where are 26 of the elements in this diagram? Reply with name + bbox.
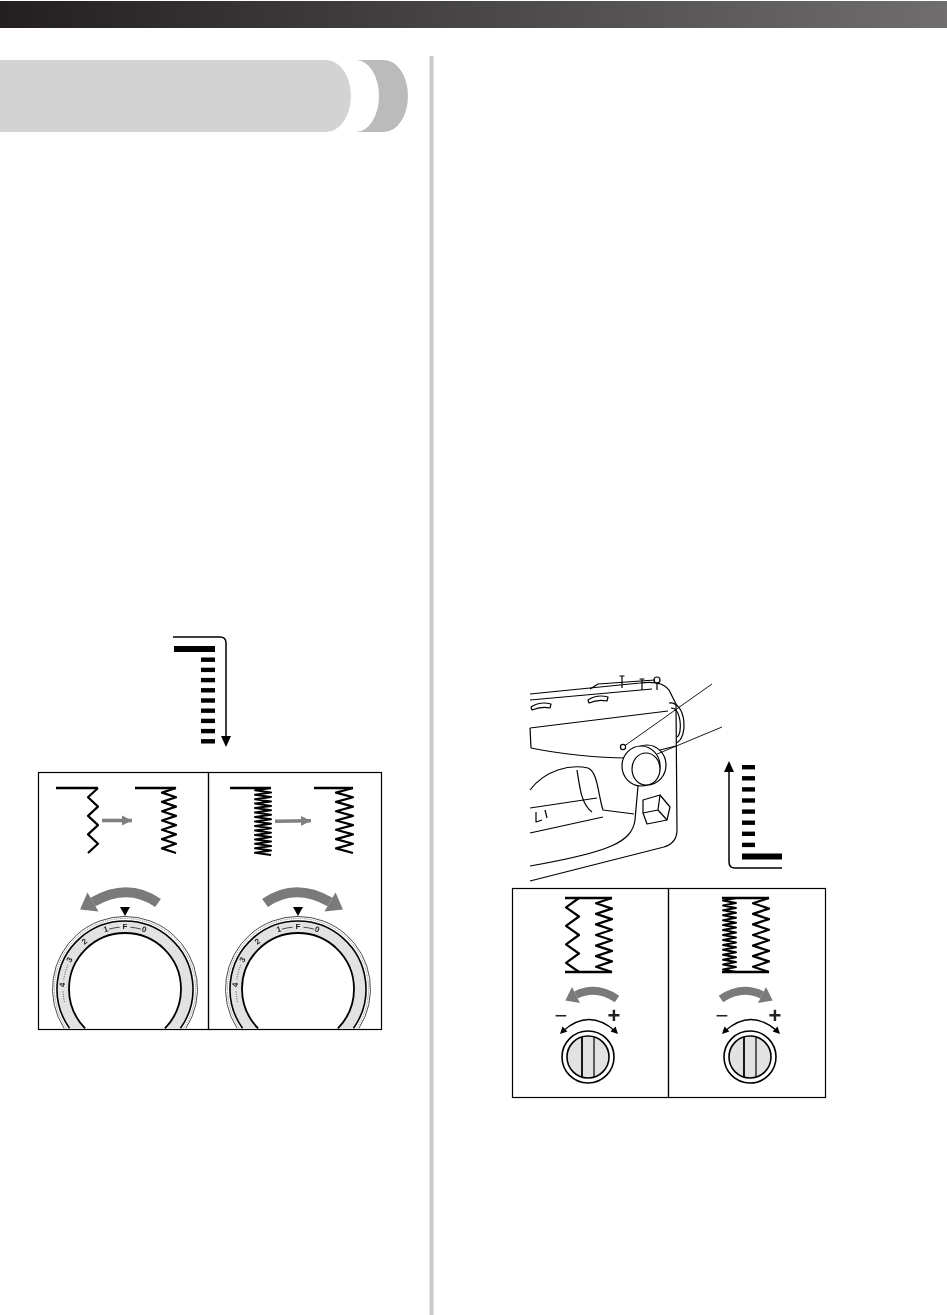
leader-line — [655, 726, 723, 755]
dial-number: 3 — [65, 956, 75, 964]
dial-number: 4 — [59, 982, 68, 988]
dial-number: 1 — [275, 925, 283, 935]
dial-knob — [621, 744, 667, 787]
zigzag-stitch-drawing — [135, 786, 178, 855]
plus-sign: + — [607, 1005, 621, 1027]
minus-sign: − — [715, 1005, 729, 1027]
dial-number: 2 — [253, 937, 263, 946]
zigzag-stitch-drawing — [56, 786, 100, 854]
dial-number: 3 — [238, 956, 248, 964]
zigzag-stitch-drawing — [230, 786, 272, 856]
dial-number: 1 — [102, 925, 110, 935]
leader-line — [624, 683, 713, 746]
arrow — [102, 815, 132, 826]
plus-sign: + — [768, 1005, 782, 1027]
minus-sign: − — [554, 1005, 568, 1027]
arrow — [275, 815, 311, 826]
dial-number: 0 — [313, 925, 321, 935]
dial-number: 4 — [232, 982, 241, 988]
dial-number: F — [122, 923, 128, 931]
zigzag-stitch-drawing — [314, 786, 355, 855]
dot-marker — [619, 743, 627, 751]
dial-number: 0 — [140, 925, 148, 935]
dial-number: F — [295, 923, 301, 931]
dial-number: 2 — [80, 937, 90, 946]
